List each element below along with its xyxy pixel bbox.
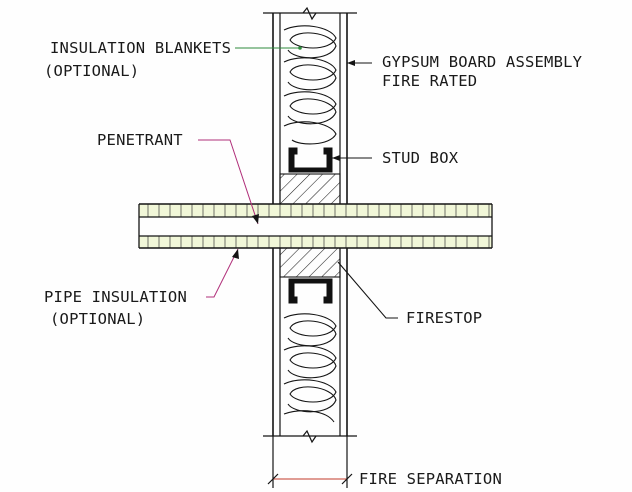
insulation-blanket-lower <box>283 313 337 423</box>
firestop-block-lower <box>279 245 341 278</box>
insulation-blanket-upper <box>283 25 337 145</box>
penetrant-pipe <box>138 203 493 249</box>
label-insulation-blankets-optional: (OPTIONAL) <box>44 62 139 80</box>
label-pipe-insulation: PIPE INSULATION <box>44 288 187 306</box>
firestop-block-upper <box>279 173 341 206</box>
stud-box-lower <box>288 278 333 304</box>
labels: INSULATION BLANKETS (OPTIONAL) GYPSUM BO… <box>44 39 583 488</box>
leader-firestop <box>337 261 398 319</box>
label-gypsum-board-assembly: GYPSUM BOARD ASSEMBLY <box>382 53 583 71</box>
label-firestop: FIRESTOP <box>406 309 482 327</box>
label-fire-separation: FIRE SEPARATION <box>359 470 502 488</box>
label-fire-rated: FIRE RATED <box>382 72 477 90</box>
leader-penetrant <box>198 139 259 225</box>
label-pipe-insulation-optional: (OPTIONAL) <box>50 310 145 328</box>
label-insulation-blankets: INSULATION BLANKETS <box>50 39 231 57</box>
break-symbol-bottom <box>302 429 317 444</box>
stud-box-upper <box>288 147 333 173</box>
label-stud-box: STUD BOX <box>382 149 459 167</box>
leader-lines <box>198 46 398 485</box>
leader-pipe-insulation <box>206 248 239 298</box>
label-penetrant: PENETRANT <box>97 131 183 149</box>
break-symbol-top <box>302 6 317 21</box>
